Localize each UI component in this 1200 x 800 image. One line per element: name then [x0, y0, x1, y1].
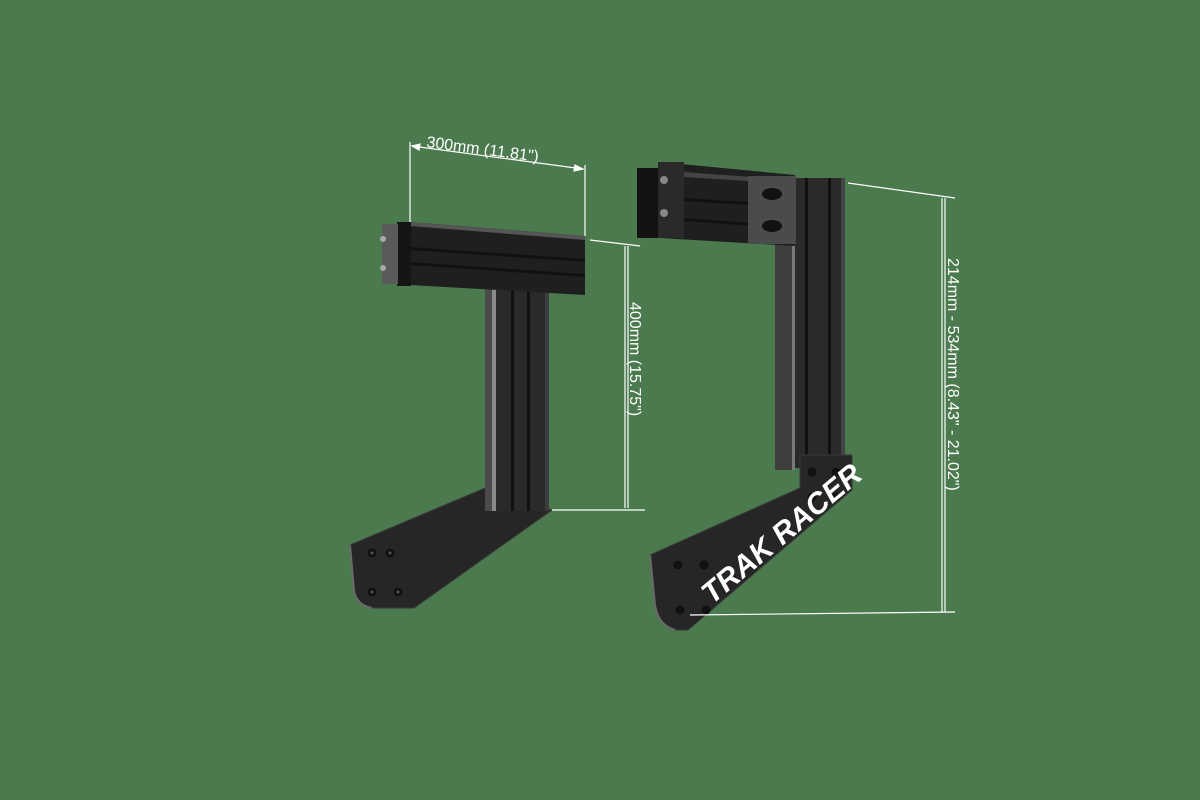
bolt-icon [367, 548, 403, 597]
left-bracket [349, 222, 585, 609]
right-bracket: TRAK RACER [637, 162, 869, 631]
left-height-dimension [552, 239, 645, 511]
width-dimension [409, 142, 586, 236]
left-height-dimension-label: 400mm (15.75") [626, 302, 643, 416]
right-height-dimension [689, 182, 956, 616]
bolt-icon [673, 467, 841, 615]
right-height-dimension-label: 214mm - 534mm (8.43" - 21.02") [944, 258, 961, 491]
width-dimension-label: 300mm (11.81") [425, 134, 539, 166]
